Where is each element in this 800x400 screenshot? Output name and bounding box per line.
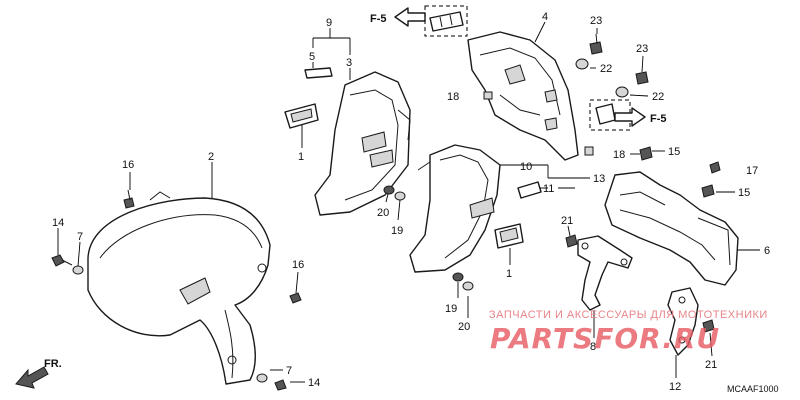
callout-4: 4 [542,11,548,23]
grommet-11 [517,181,542,199]
bolt-16-left [123,189,135,209]
diagram-code: MCAAF1000 [727,384,779,394]
callout-1-right: 1 [506,268,512,280]
reference-f5-top: F-5 [370,13,387,25]
front-direction-label: FR. [44,358,62,370]
inner-cover-10 [409,144,501,273]
washer-7-left [72,265,84,275]
front-direction-arrow [15,366,49,389]
callout-21-a: 21 [561,215,573,227]
callout-12: 12 [669,381,681,393]
callout-20-left: 20 [377,207,389,219]
garnish-1-right [494,223,524,249]
bolt-f5-right [595,103,616,125]
nut-19-20-center [452,272,474,291]
watermark: ЗАПЧАСТИ И АКСЕССУАРЫ ДЛЯ МОТОТЕХНИКИ PA… [489,309,768,355]
grommet-5 [304,67,333,79]
bolt-15-right [701,184,715,198]
callout-8: 8 [590,341,596,353]
callout-19-right: 19 [445,303,457,315]
bolt-f5-top [429,11,464,32]
callout-1-left: 1 [298,151,304,163]
callout-23-a: 23 [590,15,602,27]
bolt-14-left [51,254,73,267]
inner-cover-3 [314,71,411,216]
bolt-16-right [289,292,302,304]
bolt-14-bottom [274,379,287,391]
callout-21-b: 21 [705,359,717,371]
callout-3: 3 [346,57,352,69]
callout-18-right: 18 [613,149,625,161]
side-guard-6 [604,171,739,286]
bolt-18-15 [639,146,653,161]
f5-top-arrow [394,5,468,37]
callout-14-left: 14 [52,217,64,229]
f5-right-arrow [589,99,646,131]
leader-lines [57,21,760,383]
bolt-17 [709,161,721,174]
bracket-8 [577,235,633,311]
watermark-top-text: ЗАПЧАСТИ И АКСЕССУАРЫ ДЛЯ МОТОТЕХНИКИ [489,309,768,321]
callout-17: 17 [746,165,758,177]
bolt-21-b [702,319,715,333]
callout-22-b: 22 [652,91,664,103]
stay-12 [667,287,699,356]
front-fender-part [87,191,271,385]
garnish-1-left [284,103,319,129]
callout-labels: 9 5 3 1 2 16 14 7 16 7 14 18 20 19 4 23 … [44,11,779,394]
washer-22-b [615,86,629,98]
callout-2: 2 [208,151,214,163]
callout-18-left: 18 [447,91,459,103]
bolt-23-b [635,71,649,85]
callout-7-bottom: 7 [286,365,292,377]
callout-10: 10 [520,161,532,173]
watermark-main-text: PARTSFOR.RU [490,322,720,355]
callout-11: 11 [543,183,554,195]
clip-18-a [483,91,493,100]
callout-7-left: 7 [77,231,83,243]
bolt-21-a [565,234,578,248]
callout-19-left: 19 [391,225,403,237]
callout-5: 5 [309,51,315,63]
callout-14-bottom: 14 [308,377,320,389]
clip-18-b [584,146,594,156]
callout-16-left: 16 [122,159,134,171]
reference-f5-right: F-5 [650,113,667,125]
callout-16-right: 16 [292,259,304,271]
callout-23-b: 23 [636,43,648,55]
callout-15-right: 15 [738,187,750,199]
callout-6: 6 [764,245,770,257]
nut-19-20-left [383,185,406,201]
callout-13: 13 [593,173,605,185]
washer-7-bottom [256,373,268,383]
bolt-23-a [589,33,603,55]
callout-20-right: 20 [458,321,470,333]
callout-22-a: 22 [600,63,612,75]
callout-15-top: 15 [668,146,680,158]
washer-22-a [575,58,589,70]
callout-9: 9 [326,17,332,29]
